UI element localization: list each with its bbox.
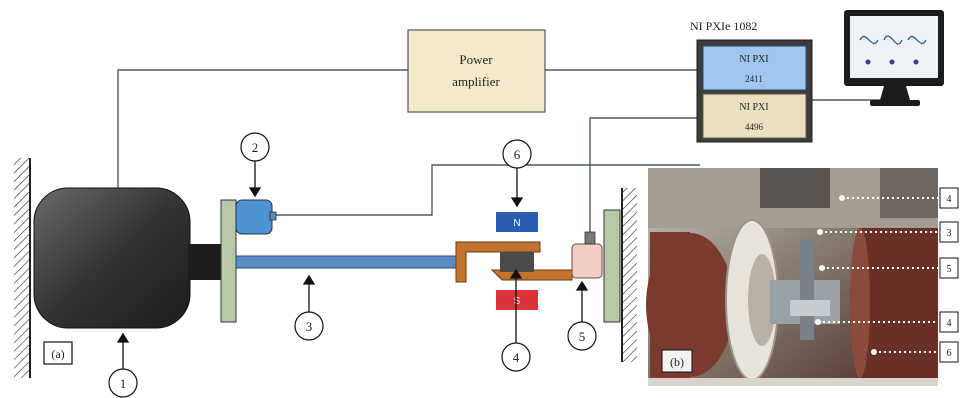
sensor-5: [572, 232, 602, 278]
svg-text:6: 6: [947, 348, 952, 359]
callout-2: 2: [241, 133, 269, 161]
svg-text:2411: 2411: [745, 74, 763, 84]
callout-4: 4: [502, 343, 530, 371]
svg-text:5: 5: [579, 329, 586, 344]
right-wall: [622, 188, 637, 362]
callout-1: 1: [109, 369, 137, 397]
svg-text:5: 5: [947, 264, 952, 275]
motor: [34, 188, 224, 328]
ni-pxie-chassis: NI PXIe 1082 NI PXI 2411 NI PXI 4496: [690, 19, 812, 142]
svg-text:3: 3: [947, 228, 952, 239]
panel-label-a: (a): [44, 342, 72, 364]
callout-5: 5: [568, 322, 596, 350]
power-amplifier-block: Power amplifier: [408, 30, 545, 112]
svg-text:(b): (b): [670, 355, 684, 369]
svg-text:(a): (a): [51, 347, 64, 361]
svg-text:3: 3: [306, 319, 313, 334]
monitor-icon: [844, 10, 944, 106]
coil-core: [500, 252, 534, 272]
panel-label-b: (b): [662, 350, 692, 372]
svg-text:4: 4: [947, 194, 952, 205]
sensor-2: [236, 200, 276, 234]
beam: [236, 256, 456, 268]
photo-panel: (b): [646, 168, 938, 386]
photo-tag-2: 3: [940, 222, 958, 242]
svg-text:S: S: [514, 296, 521, 307]
callout-3: 3: [295, 312, 323, 340]
svg-text:4: 4: [513, 350, 520, 365]
magnet-north: N: [496, 212, 538, 232]
left-wall: [14, 158, 30, 378]
mounting-plate: [221, 200, 236, 322]
photo-tag-3: 5: [940, 258, 958, 278]
svg-text:amplifier: amplifier: [452, 74, 500, 89]
ni-pxie-title: NI PXIe 1082: [690, 19, 757, 33]
photo-tag-1: 4: [940, 188, 958, 208]
svg-text:Power: Power: [459, 52, 493, 67]
svg-text:1: 1: [120, 376, 127, 391]
magnet-south: S: [496, 290, 538, 310]
svg-text:NI PXI: NI PXI: [739, 102, 768, 113]
photo-tag-4: 4: [940, 312, 958, 332]
svg-text:4: 4: [947, 318, 952, 329]
svg-text:2: 2: [252, 140, 259, 155]
photo-tag-5: 6: [940, 342, 958, 362]
right-plate: [604, 210, 620, 322]
svg-text:N: N: [513, 218, 520, 229]
svg-text:6: 6: [514, 147, 521, 162]
callout-6: 6: [503, 140, 531, 168]
svg-text:NI PXI: NI PXI: [739, 54, 768, 65]
svg-text:4496: 4496: [745, 122, 764, 132]
